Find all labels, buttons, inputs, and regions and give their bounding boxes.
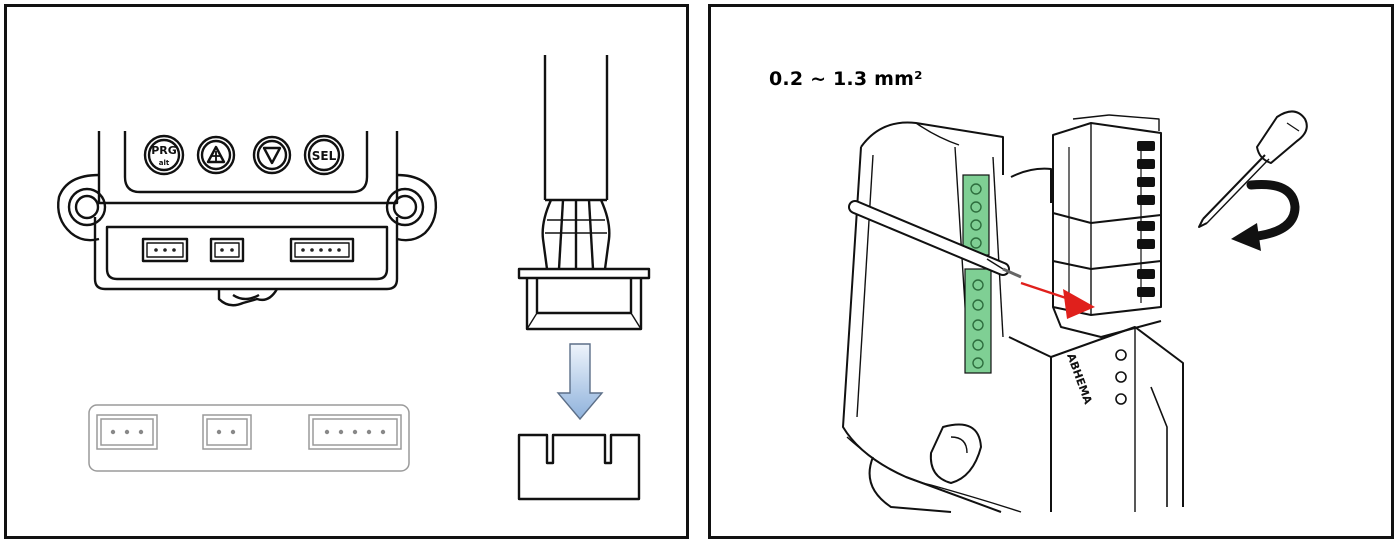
receptacle (517, 433, 641, 501)
wire-size-label: 0.2 ~ 1.3 mm² (769, 68, 923, 90)
screw-slots (970, 183, 984, 369)
cable-plug (517, 55, 651, 331)
prg-label: PRG (151, 144, 177, 157)
wiring-diagram: ABHEMA (842, 110, 1308, 513)
terminal-blocks (1052, 114, 1162, 338)
down-triangle-icon (262, 146, 282, 165)
prg-sub-label: alt (159, 159, 170, 167)
wire (848, 200, 1022, 279)
terminal-holes (1137, 141, 1155, 297)
device-brand-text: ABHEMA (1064, 352, 1095, 407)
terminal-screws (962, 174, 992, 374)
left-panel: PRG alt SEL (4, 4, 689, 539)
device-socket-pins (154, 248, 341, 252)
connector-pins (110, 429, 386, 435)
device-sockets (141, 237, 355, 263)
front-panel (1115, 349, 1168, 507)
device-body (842, 121, 1184, 513)
down-arrow-icon (556, 343, 604, 421)
up-triangle-icon (206, 145, 226, 164)
prg-button[interactable] (143, 134, 185, 176)
connector-strip (88, 404, 410, 472)
curved-arrow-icon (1231, 179, 1300, 251)
connector-diagram: PRG alt SEL (57, 55, 651, 501)
sel-button[interactable] (303, 134, 345, 176)
sel-label: SEL (312, 149, 337, 163)
mounting-foot (868, 423, 982, 513)
red-arrow-icon (1020, 281, 1095, 319)
screwdriver-icon (1198, 110, 1308, 228)
right-panel: 0.2 ~ 1.3 mm² (708, 4, 1394, 539)
controller-body (57, 131, 438, 307)
down-button[interactable] (252, 135, 292, 175)
keypad-buttons (143, 134, 345, 176)
up-button[interactable] (196, 135, 236, 175)
